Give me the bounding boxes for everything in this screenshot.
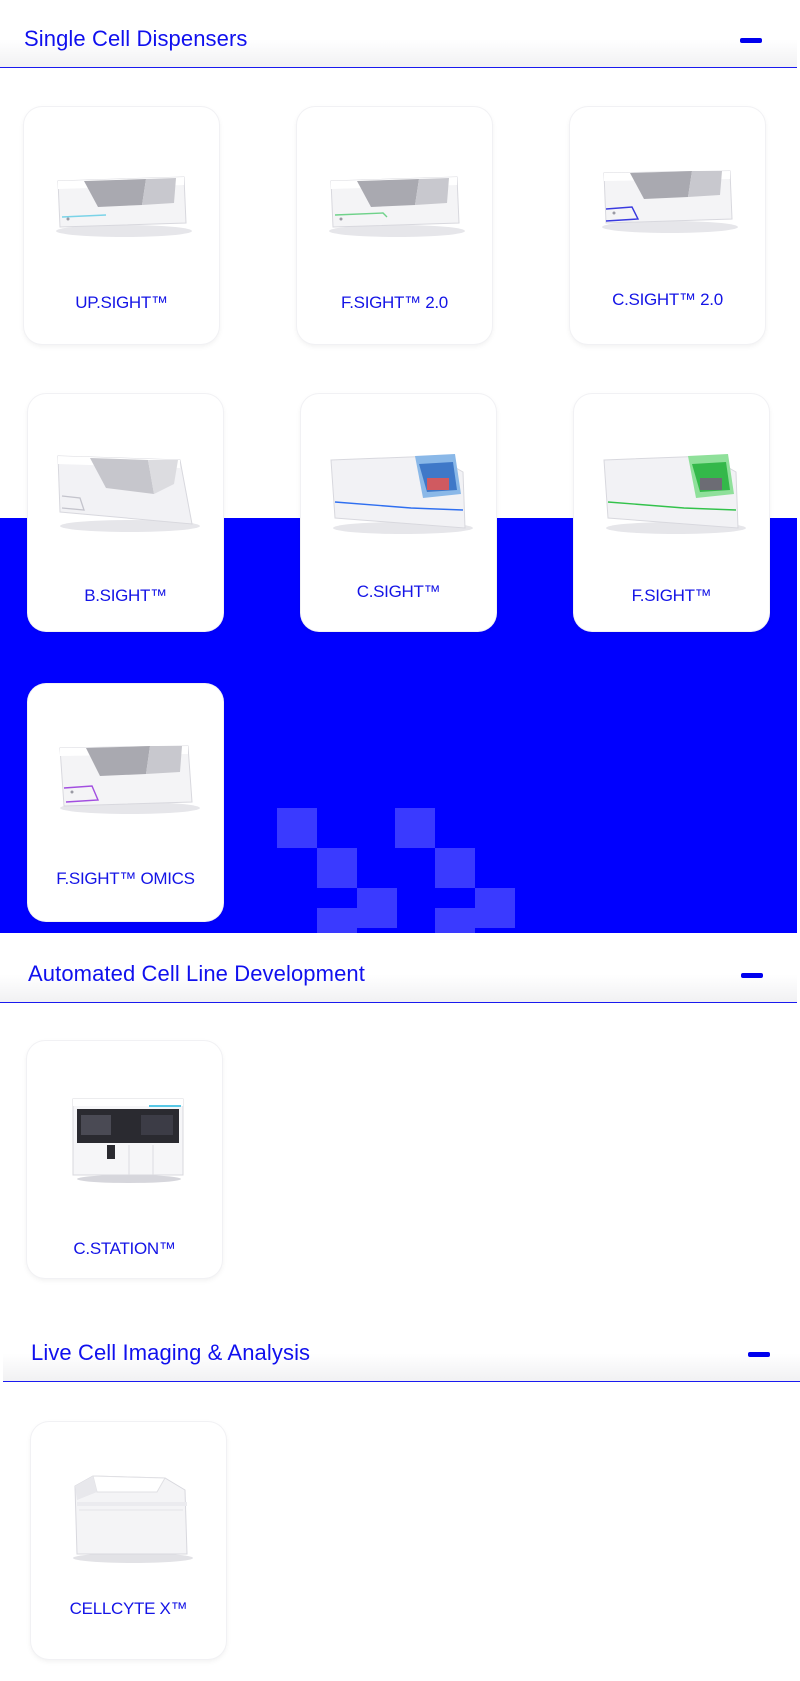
section-title: Live Cell Imaging & Analysis [31,1340,311,1365]
section-header-single-cell-dispensers[interactable]: Single Cell Dispensers [0,6,797,68]
c-sight-device-icon [330,454,473,534]
product-label: C.STATION™ [73,1239,176,1258]
product-label: F.SIGHT™ 2.0 [341,293,448,312]
minus-icon[interactable] [741,973,763,978]
product-label: CELLCYTE X™ [69,1599,188,1618]
product-card-c-sight[interactable]: C.SIGHT™ [301,394,496,631]
minus-icon[interactable] [748,1352,770,1357]
section-title: Automated Cell Line Development [28,961,365,986]
f-sight-device-icon [603,454,746,534]
product-label: F.SIGHT™ [631,586,712,605]
section-header-live-cell-imaging-analysis[interactable]: Live Cell Imaging & Analysis [3,1320,800,1382]
product-card-c-sight-2[interactable]: C.SIGHT™ 2.0 [570,107,765,344]
product-card-cellcyte-x[interactable]: CELLCYTE X™ [31,1422,226,1659]
f-sight-2-device-icon [329,176,465,237]
product-card-c-station[interactable]: C.STATION™ [27,1041,222,1278]
product-card-f-sight-2[interactable]: F.SIGHT™ 2.0 [297,107,492,344]
product-label: F.SIGHT™ OMICS [56,869,195,888]
product-label: C.SIGHT™ [356,582,441,601]
section-title: Single Cell Dispensers [24,26,248,51]
decorative-step-pattern-icon [277,808,515,933]
section-header-automated-cell-line-development[interactable]: Automated Cell Line Development [0,941,797,1003]
product-card-b-sight[interactable]: B.SIGHT™ [28,394,223,631]
product-label: B.SIGHT™ [84,586,167,605]
c-sight-2-device-icon [602,170,738,233]
product-card-f-sight-omics[interactable]: F.SIGHT™ OMICS [28,684,223,921]
product-card-f-sight[interactable]: F.SIGHT™ [574,394,769,631]
product-label: UP.SIGHT™ [75,293,168,312]
cellcyte-x-device-icon [73,1475,193,1563]
b-sight-device-icon [57,455,200,532]
c-station-device-icon [72,1098,184,1183]
product-card-up-sight[interactable]: UP.SIGHT™ [24,107,219,344]
product-label: C.SIGHT™ 2.0 [612,290,723,309]
minus-icon[interactable] [740,38,762,43]
f-sight-omics-device-icon [59,745,200,814]
up-sight-device-icon [56,176,192,237]
